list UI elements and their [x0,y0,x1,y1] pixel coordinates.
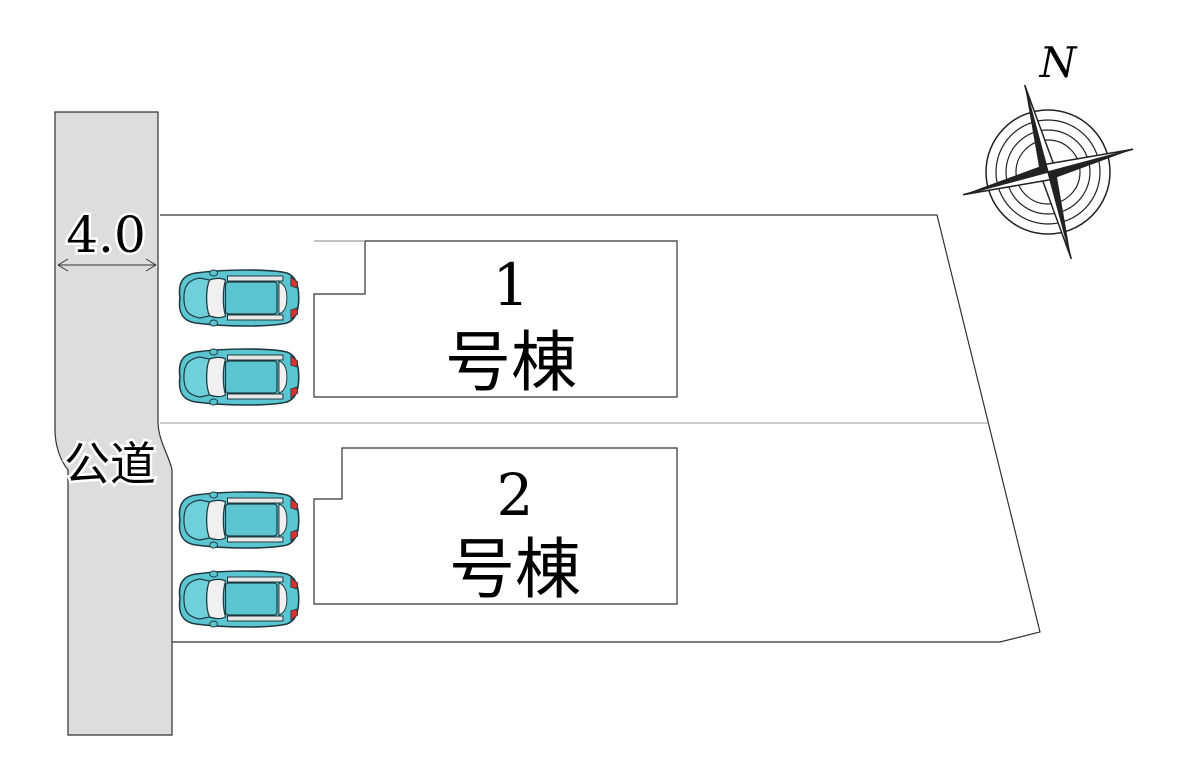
road-name-label: 公道 [64,437,156,491]
building-1-number: 1 [493,251,530,319]
parking-car-1b [178,348,300,406]
site-boundary [160,214,1041,643]
parking-car-1a [178,269,300,327]
public-road [54,111,173,736]
parking-car-2a [178,491,300,549]
building-2: 2 号棟 [313,447,678,608]
building-2-label: 号棟 [449,531,581,608]
building-1-label: 号棟 [445,324,577,401]
road-width-dimension: 4.0 [57,204,157,272]
parking-car-2b [178,570,300,628]
north-compass-icon: N [962,38,1134,260]
road-width-label: 4.0 [66,206,146,264]
north-label: N [1039,38,1078,87]
building-1: 1 号棟 [313,240,678,401]
building-2-number: 2 [497,461,534,529]
